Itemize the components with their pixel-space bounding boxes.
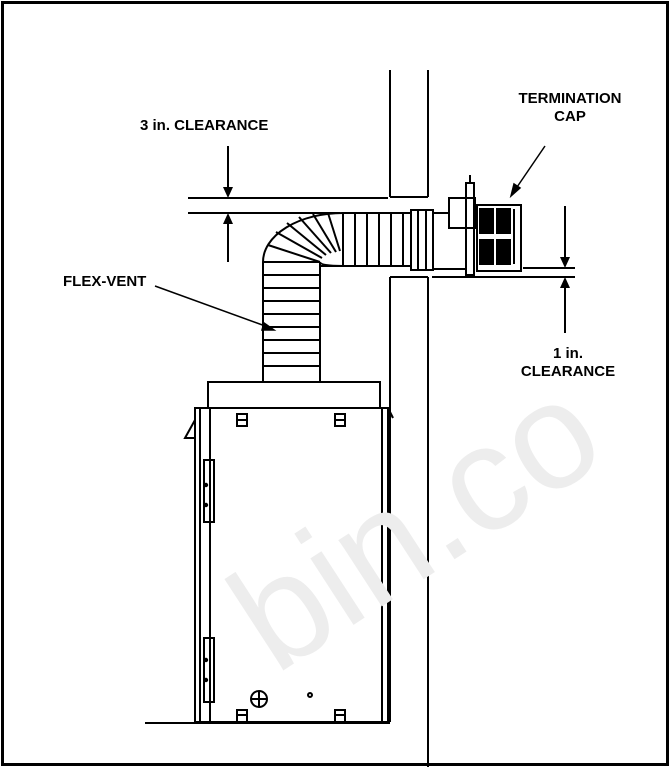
flex-vent-label: FLEX-VENT — [63, 273, 147, 290]
wall — [389, 70, 429, 767]
termination-cap-label-line2: CAP — [554, 108, 586, 125]
termination-cap-drawing — [448, 175, 522, 276]
side-clearance-label-line2: CLEARANCE — [520, 363, 616, 380]
flex-vent — [262, 209, 467, 382]
side-clearance-label-line1: 1 in. — [552, 345, 583, 362]
heater-unit — [183, 381, 394, 723]
termination-cap-label: TERMINATION CAP — [500, 90, 640, 126]
leader-lines — [154, 145, 546, 331]
side-clearance-dimension — [432, 206, 575, 333]
top-clearance-dimension — [188, 146, 388, 262]
termination-cap-label-line1: TERMINATION — [518, 90, 622, 107]
top-clearance-label: 3 in. CLEARANCE — [140, 117, 269, 134]
side-clearance-label: 1 in. CLEARANCE — [508, 345, 628, 381]
